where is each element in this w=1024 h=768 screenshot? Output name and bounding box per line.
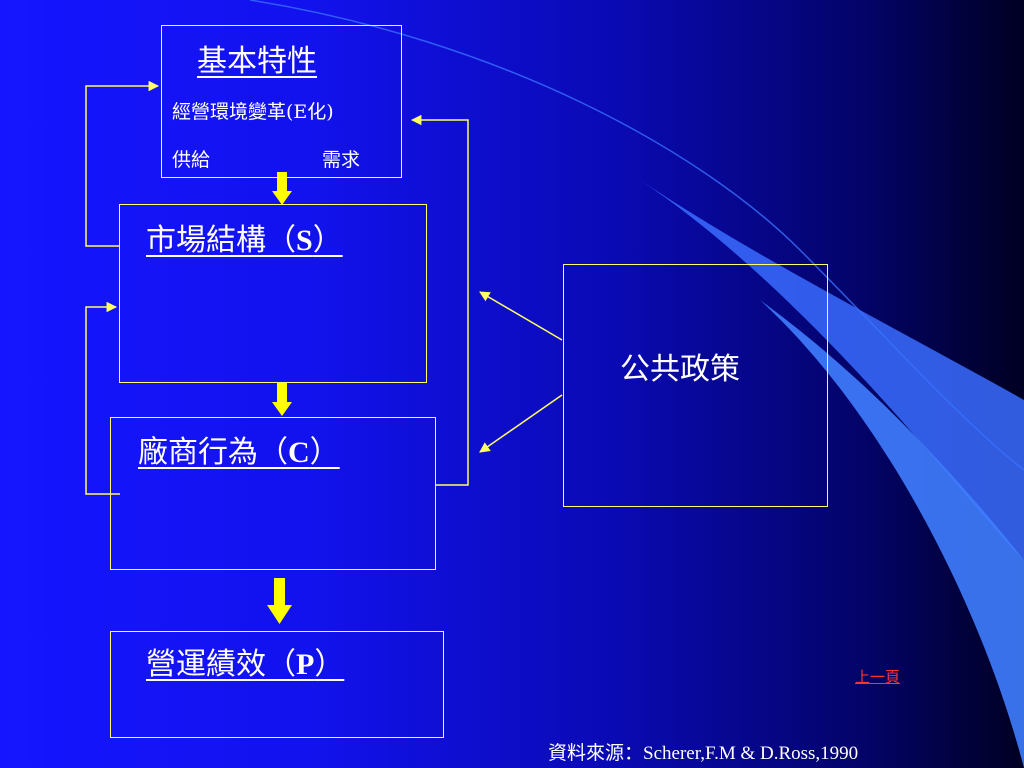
source-citation-text: Scherer,F.M & D.Ross,1990	[643, 743, 859, 764]
basic-demand-label: 需求	[322, 149, 361, 171]
feedback-line-conduct-basic	[410, 114, 469, 486]
firm-conduct-title: 廠商行為（C）	[138, 435, 340, 470]
policy-arrow-conduct	[479, 394, 563, 453]
performance-box	[110, 631, 444, 738]
basic-environment-change: 經營環境變革(E化)	[172, 101, 334, 123]
market-structure-box	[119, 204, 427, 383]
policy-arrow-structure	[479, 291, 563, 341]
background-curve-line	[249, 0, 1024, 471]
basic-supply-label: 供給	[172, 149, 211, 171]
feedback-line-structure-basic	[85, 80, 160, 247]
background-swoosh	[640, 180, 1024, 560]
market-structure-title: 市場結構（S）	[146, 223, 343, 258]
firm-conduct-box	[110, 417, 436, 570]
basic-characteristics-title: 基本特性	[197, 44, 317, 79]
performance-letter: P	[296, 648, 315, 681]
prev-page-link[interactable]: 上一頁	[855, 668, 901, 686]
flow-arrow-conduct-performance	[267, 578, 292, 624]
basic-characteristics-box	[161, 25, 402, 178]
feedback-line-conduct-structure	[85, 301, 120, 495]
flow-arrow-structure-conduct	[272, 383, 292, 416]
market-structure-letter: S	[296, 224, 313, 257]
source-citation: 資料來源：Scherer,F.M & D.Ross,1990	[548, 738, 858, 765]
performance-title: 營運績效（P）	[146, 647, 345, 682]
public-policy-box	[563, 264, 828, 507]
source-label: 資料來源：	[548, 742, 644, 764]
flow-arrow-basic-structure	[272, 172, 292, 205]
background-swoosh-light	[760, 300, 1024, 768]
public-policy-title: 公共政策	[620, 352, 740, 387]
firm-conduct-letter: C	[288, 436, 310, 469]
